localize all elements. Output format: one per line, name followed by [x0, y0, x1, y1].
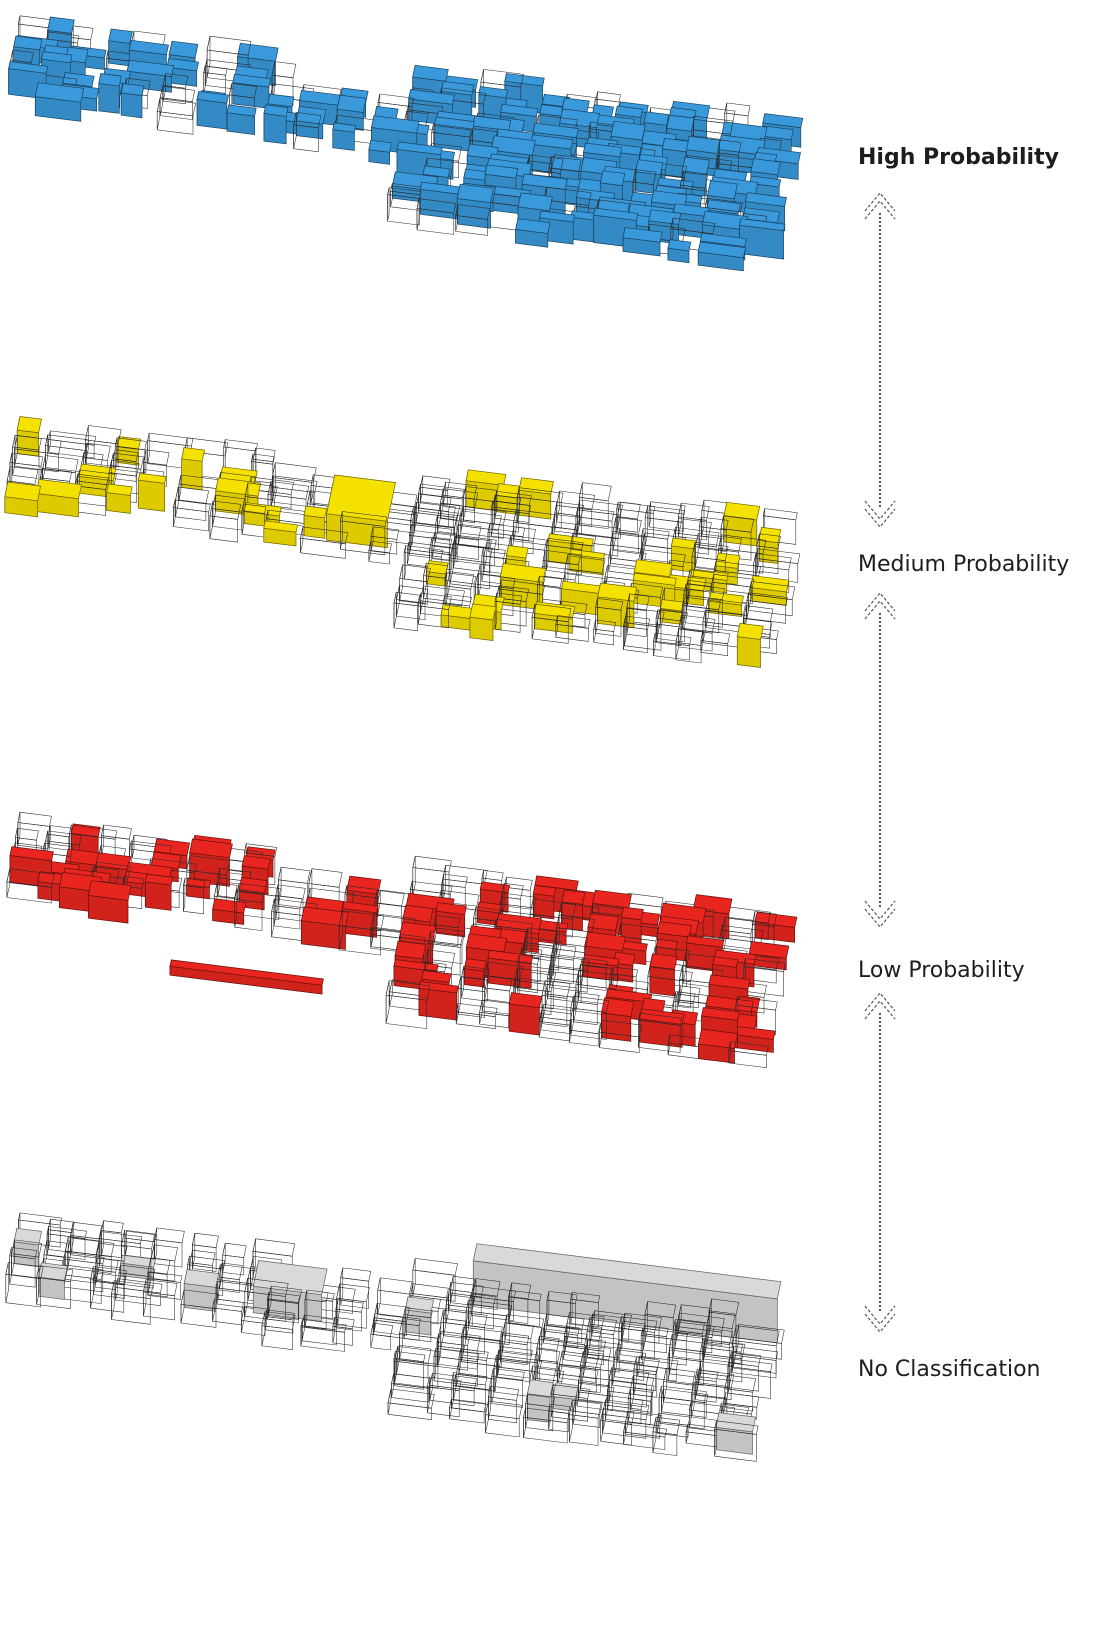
arrow-down-icon [864, 1305, 896, 1333]
building-model-medium [4, 416, 801, 668]
building-model-low [6, 811, 798, 1069]
label-no-classification: No Classification [858, 1357, 1041, 1382]
building-model-none [5, 1212, 785, 1462]
building-model-high [8, 15, 804, 272]
arrow-up-icon [864, 592, 896, 620]
arrow-down-icon [864, 500, 896, 528]
label-low-probability: Low Probability [858, 958, 1025, 983]
arrow-up-icon [864, 992, 896, 1020]
arrow-up-icon [864, 192, 896, 220]
probability-scale-arrows [864, 192, 896, 1333]
label-medium-probability: Medium Probability [858, 552, 1070, 577]
label-high-probability: High Probability [858, 145, 1059, 170]
arrow-down-icon [864, 900, 896, 928]
building-models [4, 15, 804, 1462]
